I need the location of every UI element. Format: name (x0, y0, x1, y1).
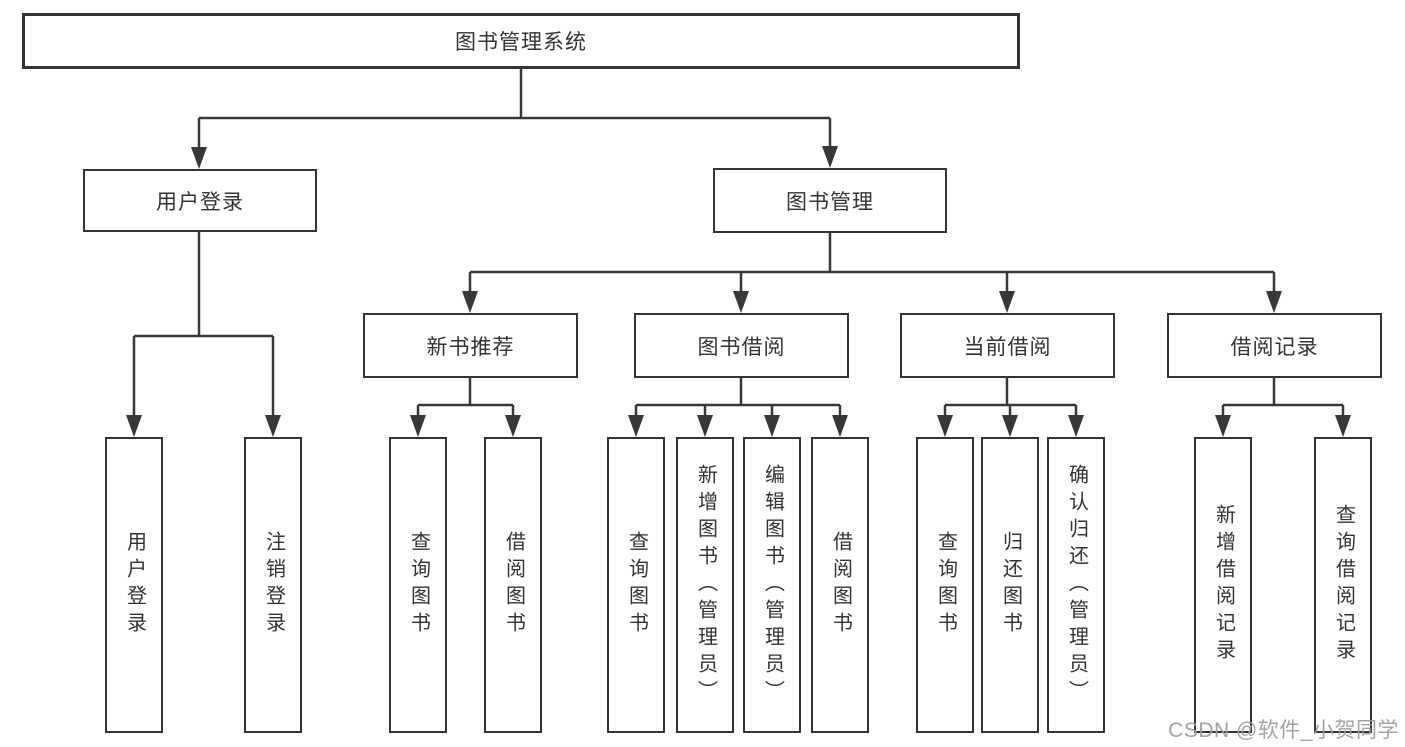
leaf-confirm-return-admin: 确认归还（管理员） (1047, 437, 1105, 733)
leaf-label: 借阅图书 (829, 531, 852, 639)
leaf-borrow-books-borrowing: 借阅图书 (811, 437, 869, 733)
leaf-borrow-books-recommend: 借阅图书 (484, 437, 542, 733)
node-label: 新书推荐 (426, 335, 515, 359)
node-label: 图书管理系统 (455, 31, 587, 54)
node-label: 图书管理 (786, 190, 874, 214)
leaf-edit-book-admin: 编辑图书（管理员） (743, 437, 801, 733)
leaf-label: 用户登录 (123, 531, 146, 639)
leaf-return-books: 归还图书 (981, 437, 1039, 733)
node-user-login: 用户登录 (83, 169, 317, 232)
node-label: 当前借阅 (963, 335, 1052, 359)
leaf-label: 查询图书 (407, 531, 430, 639)
leaf-label: 编辑图书（管理员） (761, 463, 784, 707)
leaf-label: 归还图书 (999, 531, 1022, 639)
csdn-watermark: CSDN @软件_小贺同学 (1168, 719, 1399, 742)
node-borrowing-records: 借阅记录 (1167, 313, 1382, 378)
node-new-book-recommend: 新书推荐 (363, 313, 578, 378)
leaf-label: 确认归还（管理员） (1065, 463, 1088, 707)
leaf-label: 查询借阅记录 (1332, 504, 1355, 666)
leaf-label: 查询图书 (934, 531, 957, 639)
leaf-label: 借阅图书 (502, 531, 525, 639)
node-book-management: 图书管理 (713, 168, 947, 233)
node-library-system-root: 图书管理系统 (22, 13, 1020, 69)
leaf-query-books-current: 查询图书 (916, 437, 974, 733)
leaf-add-book-admin: 新增图书（管理员） (676, 437, 734, 733)
node-current-borrowing: 当前借阅 (900, 313, 1115, 378)
node-label: 图书借阅 (697, 335, 786, 359)
node-book-borrowing: 图书借阅 (634, 313, 849, 378)
leaf-label: 注销登录 (262, 531, 285, 639)
leaf-user-login: 用户登录 (105, 437, 163, 733)
leaf-query-books-recommend: 查询图书 (389, 437, 447, 733)
node-label: 借阅记录 (1230, 335, 1319, 359)
leaf-add-borrow-record: 新增借阅记录 (1194, 437, 1252, 733)
leaf-label: 查询图书 (625, 531, 648, 639)
leaf-query-books-borrowing: 查询图书 (607, 437, 665, 733)
leaf-query-borrow-record: 查询借阅记录 (1314, 437, 1372, 733)
leaf-label: 新增借阅记录 (1212, 504, 1235, 666)
node-label: 用户登录 (156, 190, 244, 214)
leaf-label: 新增图书（管理员） (694, 463, 717, 707)
leaf-logout-login: 注销登录 (244, 437, 302, 733)
